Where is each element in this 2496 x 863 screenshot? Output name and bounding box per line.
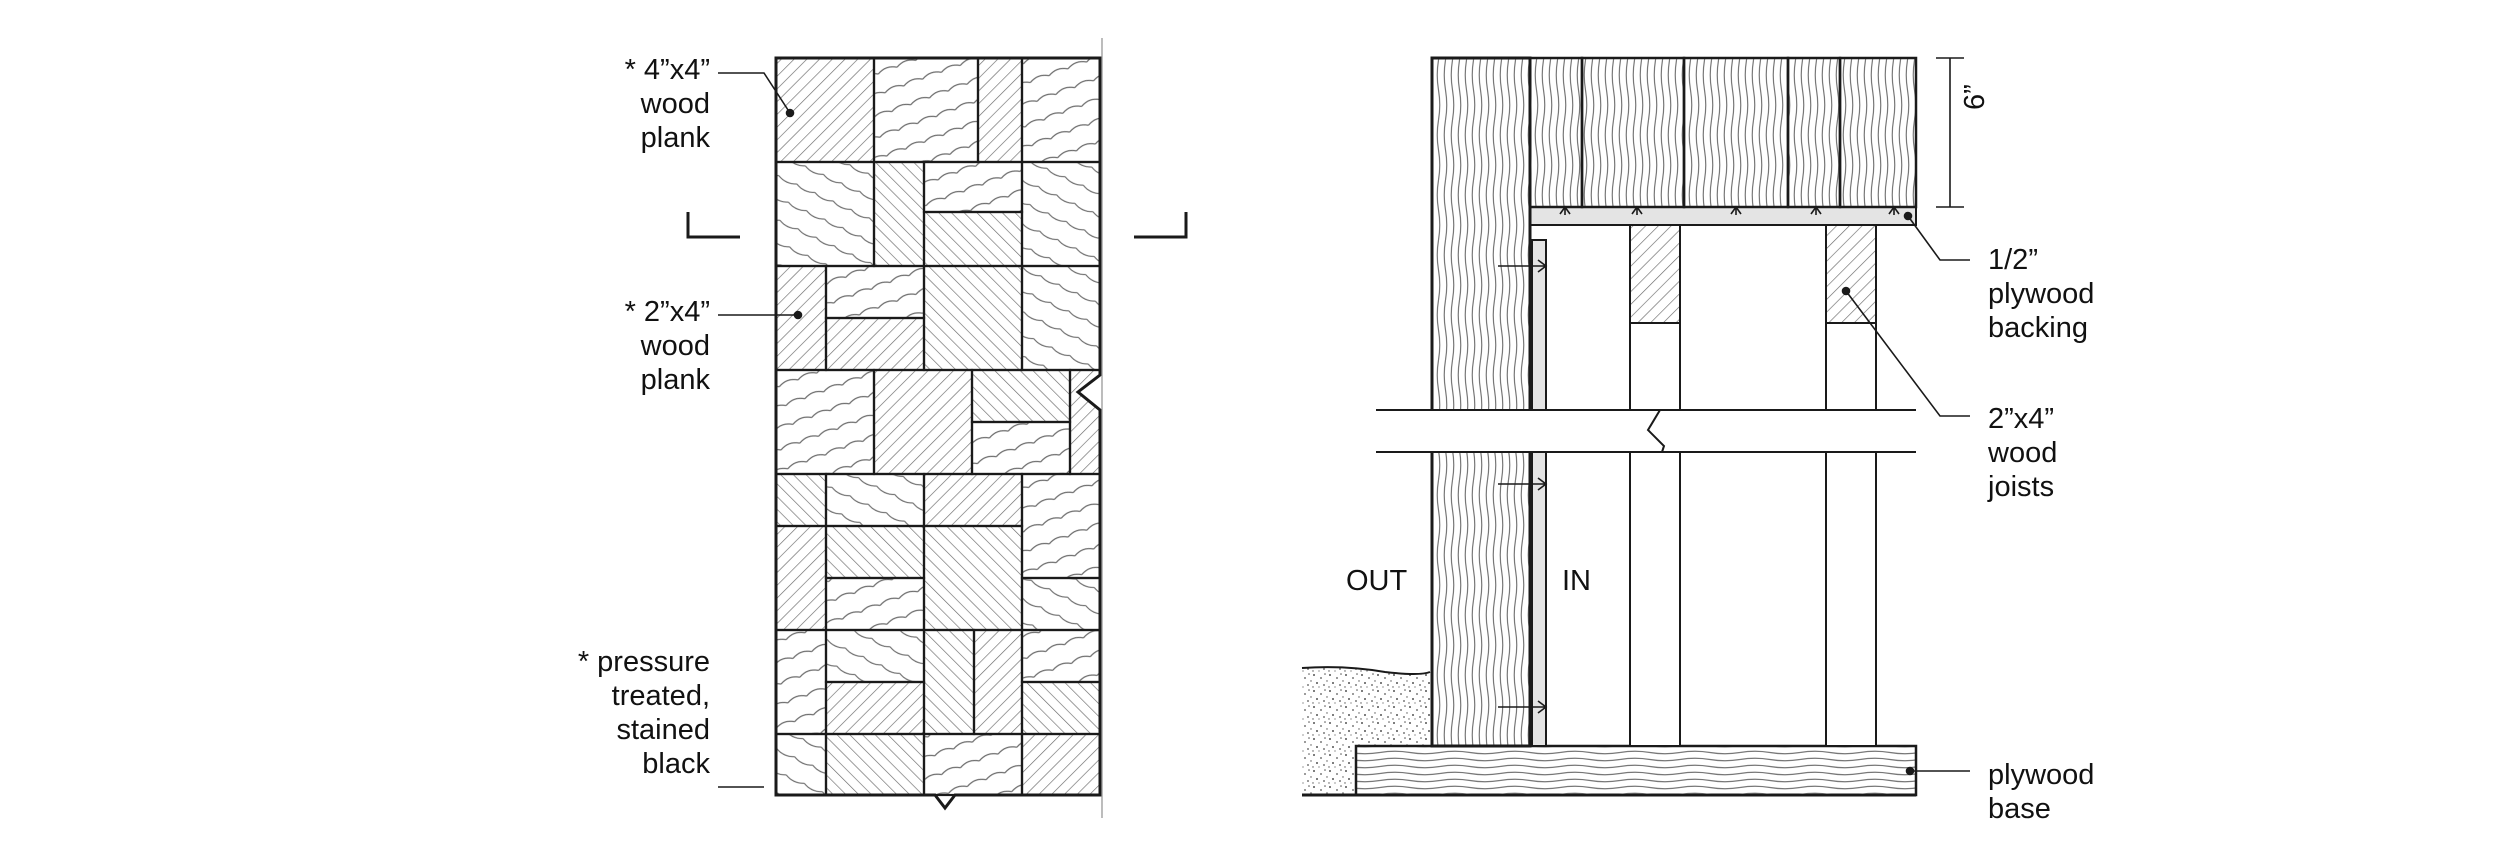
callout-line: wood — [640, 88, 710, 120]
break-band — [1376, 409, 1916, 453]
zone-out-label: OUT — [1346, 565, 1408, 597]
callout-line: base — [1988, 793, 2051, 825]
callout-line: joists — [1988, 471, 2055, 503]
callout-joists: 2”x4” wood joists — [1988, 402, 2057, 504]
leader-plywood-backing — [1907, 215, 1970, 261]
fasteners — [1498, 205, 1900, 714]
callout-line: plywood — [1988, 278, 2095, 310]
callout-line: wood — [1988, 437, 2058, 469]
dimension-label: 6” — [1959, 84, 1991, 110]
section-marker-right — [1134, 212, 1188, 239]
callout-line: stained — [616, 714, 710, 746]
callout-2x4-plank: * 2”x4” wood plank — [625, 295, 710, 397]
plywood-base-section — [1354, 744, 1918, 797]
section-marker-left — [686, 212, 740, 239]
callout-line: plank — [640, 122, 710, 154]
joist-sections — [1629, 224, 1877, 324]
callout-line: plywood — [1988, 759, 2095, 791]
callout-line: 1/2” — [1988, 244, 2038, 276]
leader-4x4 — [718, 72, 791, 114]
callout-line: 2”x4” — [1988, 403, 2055, 435]
callout-pressure-treated: * pressure treated, stained black — [578, 645, 710, 781]
vertical-sheathing — [1531, 239, 1547, 747]
plank-outline — [774, 56, 1102, 811]
callout-line: * 2”x4” — [624, 296, 710, 328]
soil-fill — [1302, 667, 1430, 795]
top-plank-sections — [1528, 56, 1918, 209]
callout-line: * pressure — [577, 646, 710, 678]
plywood-backing-section — [1529, 206, 1917, 226]
callout-plywood-base: plywood base — [1988, 758, 2094, 826]
callout-plywood-backing: 1/2” plywood backing — [1988, 243, 2094, 345]
callout-line: backing — [1988, 312, 2088, 344]
callout-line: black — [642, 748, 710, 780]
callout-line: wood — [640, 330, 710, 362]
dimension-6in — [1936, 57, 1964, 208]
callout-line: * 4”x4” — [624, 54, 710, 86]
vertical-plank-section — [1430, 56, 1532, 748]
leader-joists — [1845, 290, 1970, 417]
callout-line: treated, — [611, 680, 710, 712]
callout-4x4-plank: * 4”x4” wood plank — [625, 53, 710, 155]
callout-line: plank — [640, 364, 710, 396]
plank-elevation — [776, 58, 1100, 797]
zone-in-label: IN — [1562, 565, 1591, 597]
